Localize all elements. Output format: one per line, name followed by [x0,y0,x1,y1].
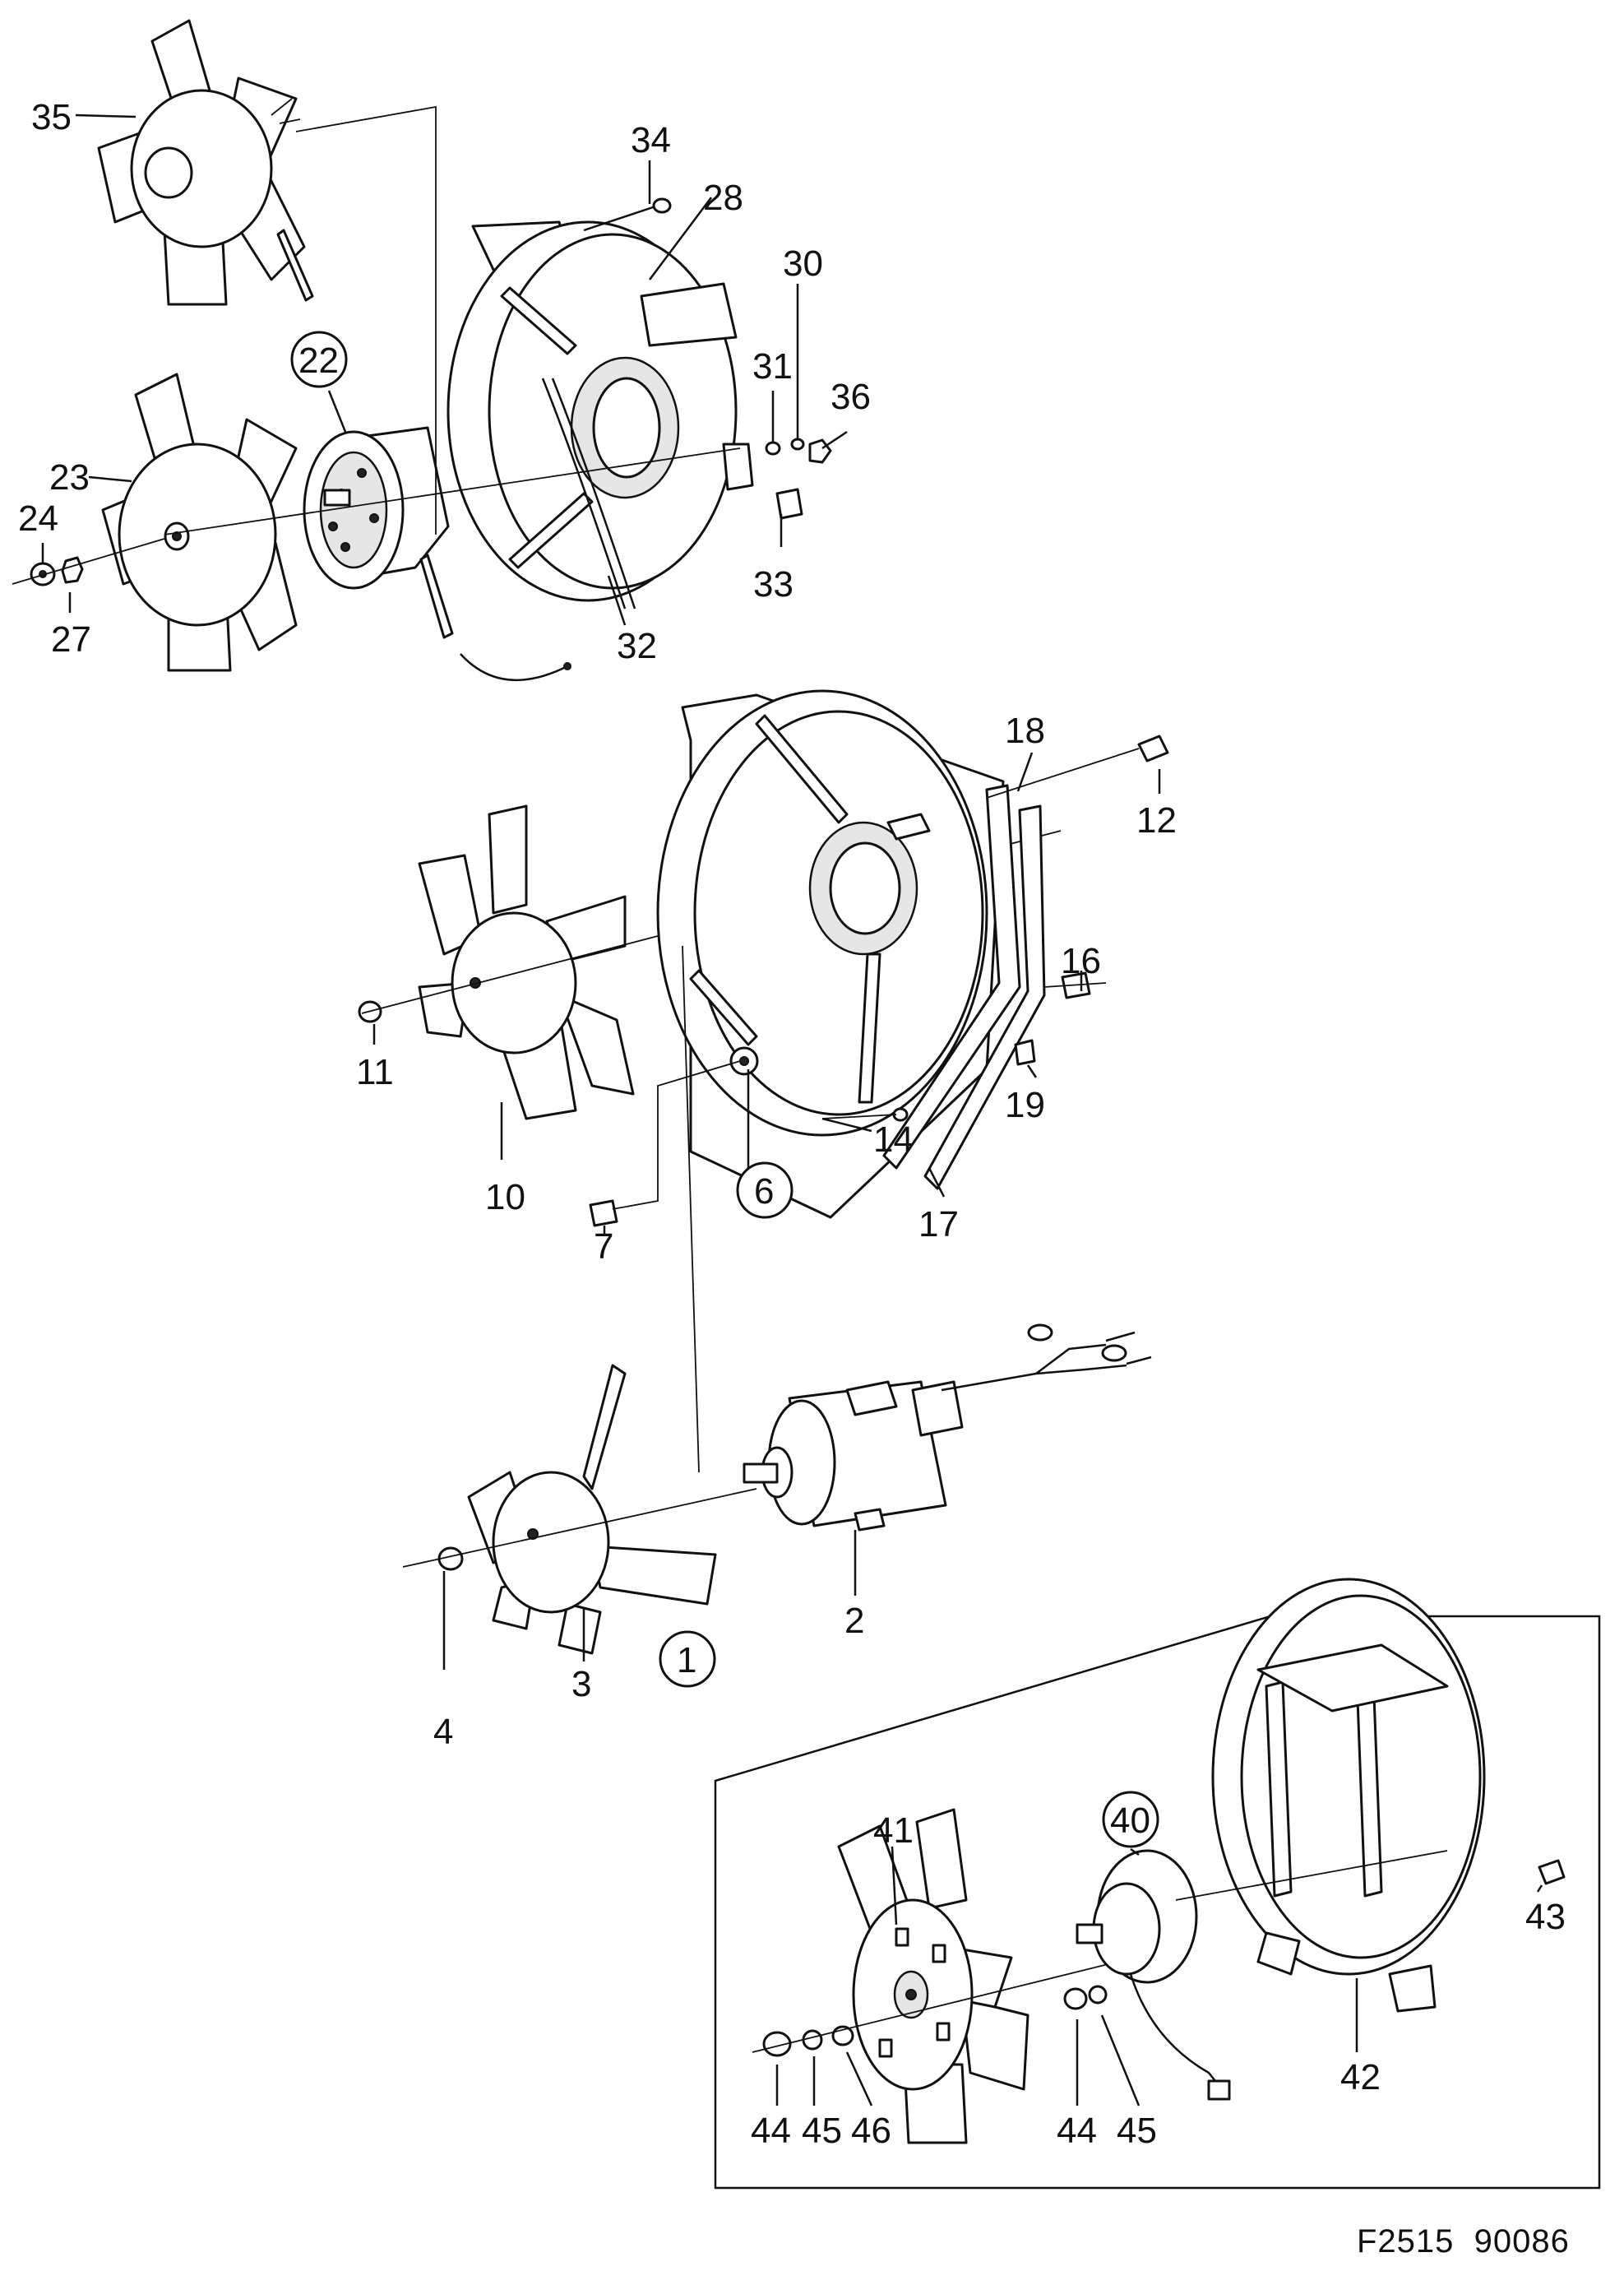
callout-31: 31 [752,346,793,387]
clip-33 [775,488,803,520]
callout-16: 16 [1061,941,1101,981]
fan-blade-10 [418,804,635,1120]
callout-6: 6 [754,1171,774,1212]
callout-circle-6 [736,1161,793,1219]
leader-lines [41,114,1543,2106]
callout-46: 46 [851,2111,891,2151]
fan-shroud-42 [1211,1578,1486,2013]
callout-43: 43 [1525,1897,1566,1937]
lock-washer-27 [61,556,84,584]
callout-33: 33 [753,564,793,605]
bolt-34 [583,197,672,232]
callout-41: 41 [873,1810,914,1851]
lower-fan-assembly [402,945,1152,1655]
callout-44-left: 44 [751,2111,791,2151]
callout-4: 4 [433,1712,453,1752]
bolt-12 [1137,735,1169,762]
callout-circle-40 [1102,1791,1159,1848]
callout-10: 10 [485,1177,525,1217]
seal-strip-17 [923,804,1046,1190]
middle-fan-assembly [358,689,1169,1227]
callout-circle-22 [290,331,348,388]
callout-11: 11 [356,1052,394,1092]
washer-30 [790,438,805,451]
callout-7: 7 [594,1226,613,1267]
callout-17: 17 [918,1204,959,1244]
callout-45-left: 45 [802,2111,842,2151]
top-fan-assembly [12,19,832,681]
callout-circle-1 [659,1630,716,1688]
inset-alternative-fan [714,1578,1601,2190]
fan-blade-3 [467,1364,717,1655]
callout-27: 27 [51,619,91,660]
callout-22: 22 [298,341,339,381]
washer-31 [765,441,781,456]
callout-36: 36 [831,377,871,417]
bolt-7 [589,1060,741,1227]
washer-45-right [1088,1985,1108,2005]
fan-blade-23 [101,373,298,672]
clip-19 [1014,1039,1036,1066]
fan-shroud-28 [446,220,754,609]
callout-24: 24 [18,498,58,539]
figure-code: F2515 90086 [1357,2223,1570,2259]
callout-14: 14 [873,1119,914,1160]
callout-12: 12 [1136,800,1177,841]
callout-32: 32 [617,626,657,666]
callout-3: 3 [571,1664,591,1704]
callout-35: 35 [31,97,72,137]
callout-30: 30 [783,243,823,284]
callout-23: 23 [49,457,90,498]
callout-labels: 35 34 28 30 22 31 36 23 24 33 27 32 18 1… [18,97,1566,2151]
motor-40 [1076,1849,1231,2101]
fan-blade-41 [837,1808,1029,2144]
bolt-43 [1538,1859,1566,1885]
callout-44-right: 44 [1057,2111,1097,2151]
callout-1: 1 [677,1640,696,1680]
nut-36 [808,438,832,464]
callout-2: 2 [844,1601,864,1641]
callout-45-right: 45 [1117,2111,1157,2151]
motor-22 [303,426,571,681]
callout-18: 18 [1005,711,1045,751]
callout-28: 28 [703,178,743,218]
seal-strip-18 [882,784,1021,1170]
washer-45-left [802,2029,823,2051]
fan-shroud-6 [656,689,1005,1219]
nut-44-left [762,2031,792,2057]
callout-34: 34 [631,120,671,160]
callout-40: 40 [1110,1801,1150,1841]
fan-blade-35 [97,19,314,306]
motor-2 [743,1323,1152,1532]
nut-44-right [1063,1987,1088,2010]
nut-24 [30,562,56,586]
callout-19: 19 [1005,1085,1045,1125]
callout-42: 42 [1340,2057,1381,2097]
